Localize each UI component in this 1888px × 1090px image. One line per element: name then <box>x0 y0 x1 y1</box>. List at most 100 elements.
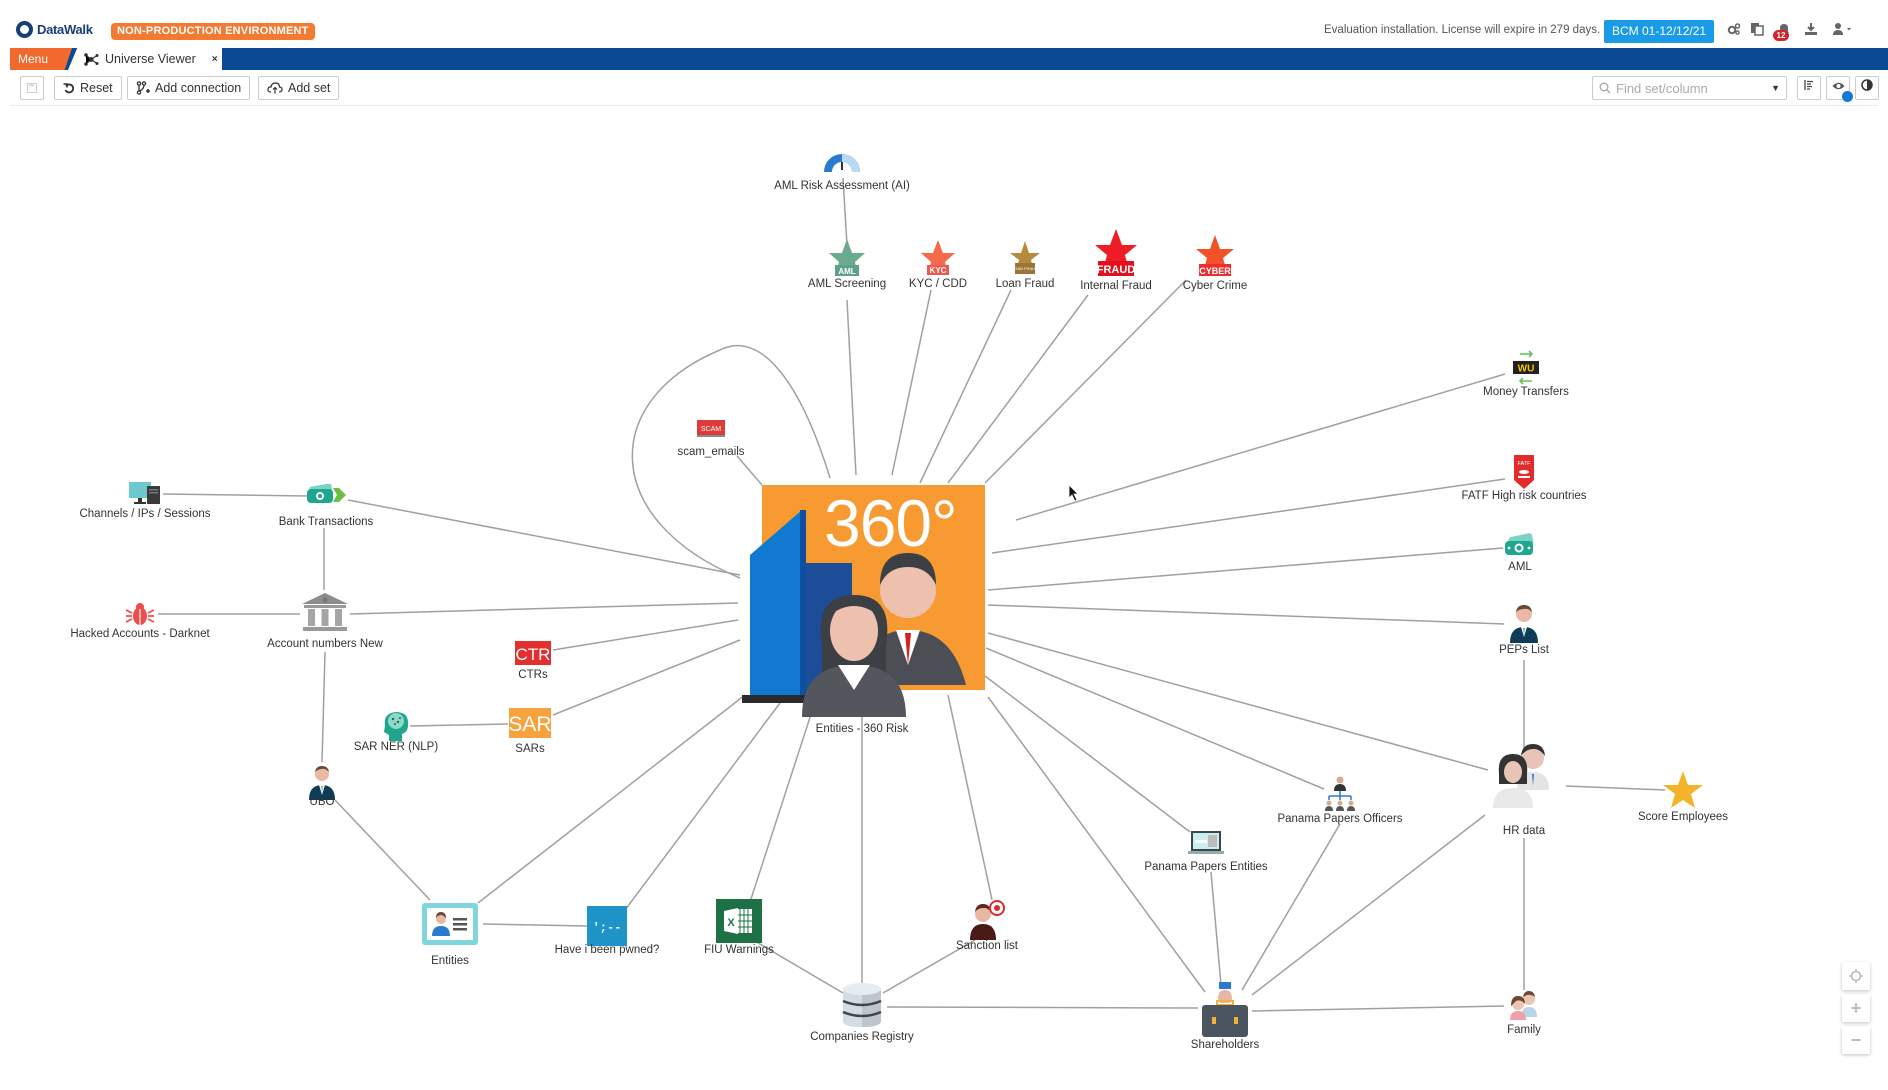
node-bank-transactions[interactable] <box>305 484 347 506</box>
environment-badge: NON-PRODUCTION ENVIRONMENT <box>111 23 315 40</box>
copy-icon[interactable] <box>1748 22 1766 40</box>
node-fatf[interactable]: FATF <box>1513 454 1535 490</box>
project-badge-button[interactable]: BCM 01-12/12/21 <box>1604 20 1715 43</box>
reset-button[interactable]: Reset <box>54 76 122 100</box>
add-connection-icon <box>136 81 150 95</box>
node-sar-ner[interactable] <box>381 710 411 742</box>
chevron-down-icon[interactable]: ▼ <box>1771 83 1780 93</box>
brain-head-icon <box>384 712 409 741</box>
node-ctrs[interactable]: CTR <box>515 641 551 665</box>
scam-icon: SCAM <box>697 420 725 437</box>
svg-text:FATF: FATF <box>1517 461 1531 467</box>
menu-button[interactable]: Menu <box>10 48 72 70</box>
user-menu-icon[interactable] <box>1830 22 1858 40</box>
top-bar: DataWalk NON-PRODUCTION ENVIRONMENT Eval… <box>0 0 1888 48</box>
node-shareholders[interactable] <box>1200 981 1250 1039</box>
zoom-in-button[interactable]: + <box>1842 994 1870 1022</box>
node-label: HR data <box>1502 825 1546 837</box>
node-label: Money Transfers <box>1483 386 1569 398</box>
node-sars[interactable]: SAR <box>509 708 551 738</box>
node-label: AML Risk Assessment (AI) <box>774 180 910 192</box>
node-cyber-crime[interactable]: CYBER <box>1194 233 1236 279</box>
node-scam-emails[interactable]: SCAM <box>696 419 726 439</box>
node-label: Internal Fraud <box>1080 280 1152 292</box>
settings-icon[interactable] <box>1725 22 1743 40</box>
cloud-upload-icon <box>267 82 283 94</box>
list-view-button[interactable] <box>1797 76 1821 100</box>
close-tab-icon[interactable]: × <box>211 53 218 65</box>
ctr-icon: CTR <box>515 641 551 665</box>
laptop-icon <box>1188 831 1224 854</box>
node-label: Account numbers New <box>267 638 383 650</box>
node-label: Cyber Crime <box>1182 280 1248 292</box>
star-icon <box>1663 771 1703 808</box>
datawalk-logo[interactable]: DataWalk <box>16 21 93 38</box>
search-placeholder: Find set/column <box>1616 80 1708 96</box>
license-notice: Evaluation installation. License will ex… <box>1324 24 1601 36</box>
node-label: SARs <box>515 743 545 755</box>
node-label: scam_emails <box>677 446 745 458</box>
node-ubo[interactable] <box>307 764 337 800</box>
node-label: Panama Papers Officers <box>1277 813 1403 825</box>
excel-icon: X <box>716 899 762 943</box>
node-fiu-warnings[interactable]: X <box>716 899 762 943</box>
star-fraud-icon: FRAUD <box>1095 229 1137 276</box>
node-loan-fraud[interactable]: LOAN FRAUD <box>1008 239 1042 277</box>
node-aml[interactable] <box>1503 533 1537 559</box>
node-aml-risk-assessment[interactable] <box>824 145 860 175</box>
svg-text:X: X <box>727 917 735 929</box>
fit-to-screen-button[interactable] <box>1842 962 1870 990</box>
people-icon <box>1493 744 1549 808</box>
add-set-button[interactable]: Add set <box>258 76 340 100</box>
svg-text:CYBER: CYBER <box>1199 266 1231 276</box>
node-entities[interactable] <box>421 902 479 946</box>
pwned-icon: ';-- <box>587 906 627 946</box>
entities-360-illustration <box>742 510 966 717</box>
node-have-i-been-pwned[interactable]: ';-- <box>587 906 627 946</box>
svg-text:';--: ';-- <box>593 921 622 935</box>
node-panama-papers-officers[interactable] <box>1323 775 1357 813</box>
contrast-icon <box>1861 79 1873 91</box>
node-hr-data[interactable] <box>1487 740 1561 812</box>
contrast-toggle-button[interactable] <box>1855 76 1879 100</box>
node-label: KYC / CDD <box>908 278 968 290</box>
node-hacked-accounts[interactable] <box>125 601 155 627</box>
target-person-icon <box>970 900 1005 940</box>
zoom-out-button[interactable]: − <box>1842 1026 1870 1054</box>
node-aml-screening[interactable]: AML <box>827 237 867 279</box>
node-label: AML <box>1508 561 1532 573</box>
money-icon <box>1505 533 1534 555</box>
node-label: Have i been pwned? <box>554 944 660 956</box>
node-peps-list[interactable] <box>1507 603 1541 643</box>
person-icon <box>1510 605 1538 643</box>
download-icon[interactable] <box>1802 22 1820 40</box>
id-card-icon <box>422 903 478 945</box>
tab-universe-viewer[interactable]: Universe Viewer × <box>68 48 222 70</box>
node-channels[interactable] <box>129 481 161 505</box>
mouse-cursor-icon <box>1068 484 1080 507</box>
node-family[interactable] <box>1507 989 1541 1021</box>
star-aml-icon: AML <box>829 239 865 276</box>
network-icon <box>84 52 99 66</box>
app-name: DataWalk <box>37 22 93 37</box>
node-kyc-cdd[interactable]: KYC <box>919 238 957 278</box>
eye-icon <box>1832 82 1844 90</box>
add-connection-button[interactable]: Add connection <box>127 76 251 100</box>
save-button[interactable] <box>20 76 44 100</box>
node-sanction-list[interactable] <box>968 900 1006 940</box>
node-label: Panama Papers Entities <box>1144 861 1268 873</box>
node-panama-papers-entities[interactable] <box>1188 830 1224 856</box>
node-money-transfers[interactable]: WU <box>1510 350 1542 386</box>
node-score-employees[interactable] <box>1661 770 1705 810</box>
svg-text:LOAN FRAUD: LOAN FRAUD <box>1012 266 1038 271</box>
svg-text:WU: WU <box>1518 364 1535 375</box>
svg-text:AML: AML <box>838 267 855 276</box>
find-set-column-input[interactable]: Find set/column ▼ <box>1592 76 1787 100</box>
sar-icon: SAR <box>509 708 551 738</box>
node-account-numbers[interactable] <box>300 592 350 634</box>
bank-icon <box>302 593 348 631</box>
person-icon <box>309 766 335 800</box>
node-companies-registry[interactable] <box>841 981 883 1029</box>
node-internal-fraud[interactable]: FRAUD <box>1093 227 1139 279</box>
computer-icon <box>129 482 160 504</box>
